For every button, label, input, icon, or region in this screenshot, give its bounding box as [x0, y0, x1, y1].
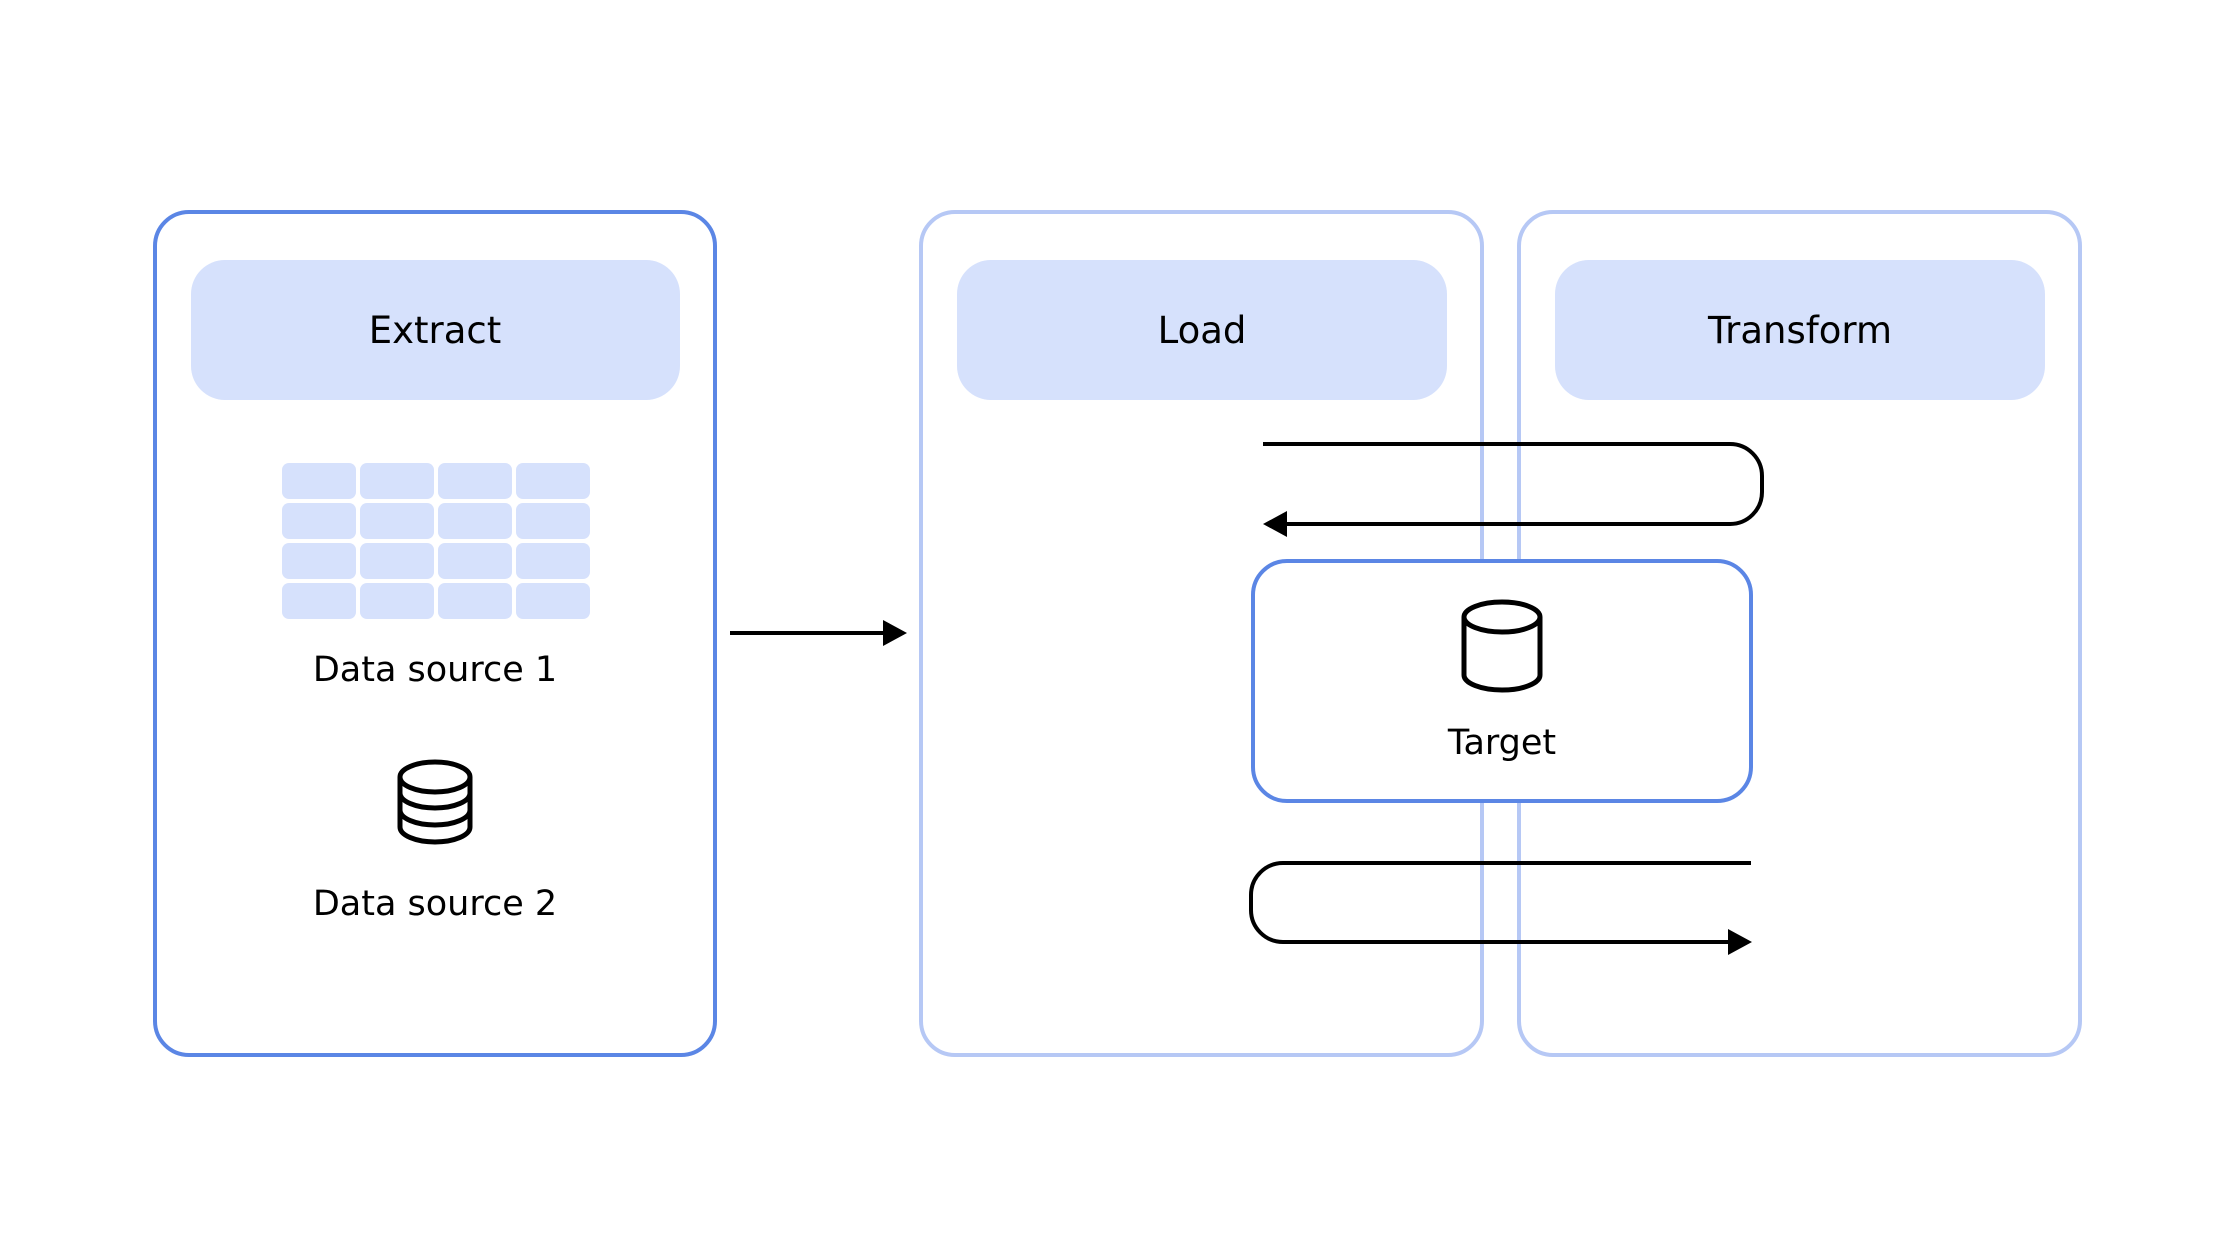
load-header: [957, 260, 1447, 400]
extract-header: [191, 260, 680, 400]
table-grid-cell: [438, 503, 512, 539]
table-grid-cell: [516, 463, 590, 499]
table-grid-cell: [516, 503, 590, 539]
transform-return-arrow: [1263, 442, 1764, 537]
table-grid-cell: [360, 503, 434, 539]
table-grid-cell: [360, 583, 434, 619]
table-grid-cell: [282, 463, 356, 499]
database-stack-icon: [397, 759, 473, 845]
extract-header-label: Extract: [369, 309, 502, 352]
target-label: Target: [1447, 723, 1556, 763]
load-header-label: Load: [1158, 309, 1247, 352]
transform-header-label: Transform: [1707, 309, 1892, 352]
data-source-1-label: Data source 1: [313, 650, 557, 690]
table-grid-cell: [516, 543, 590, 579]
extract-to-load-arrow: [730, 620, 907, 646]
table-grid-cell: [438, 463, 512, 499]
load-to-transform-arrow: [1249, 861, 1752, 955]
target-box: Target: [1251, 559, 1753, 803]
table-grid-cell: [282, 543, 356, 579]
table-grid-cell: [438, 543, 512, 579]
table-grid-cell: [360, 463, 434, 499]
extract-panel: Extract Data source 1 Data source 2: [153, 210, 717, 1057]
table-grid-cell: [282, 583, 356, 619]
target-box-border: [1251, 559, 1753, 803]
transform-header: [1555, 260, 2045, 400]
panel-divider-dashes: [1480, 420, 1521, 965]
extract-panel-border: [153, 210, 717, 1057]
table-grid-cell: [438, 583, 512, 619]
data-source-2-label: Data source 2: [313, 884, 557, 924]
table-grid-cell: [282, 503, 356, 539]
database-cylinder-icon: [1461, 599, 1543, 693]
table-grid-cell: [516, 583, 590, 619]
table-grid-icon: [282, 463, 590, 619]
table-grid-cell: [360, 543, 434, 579]
